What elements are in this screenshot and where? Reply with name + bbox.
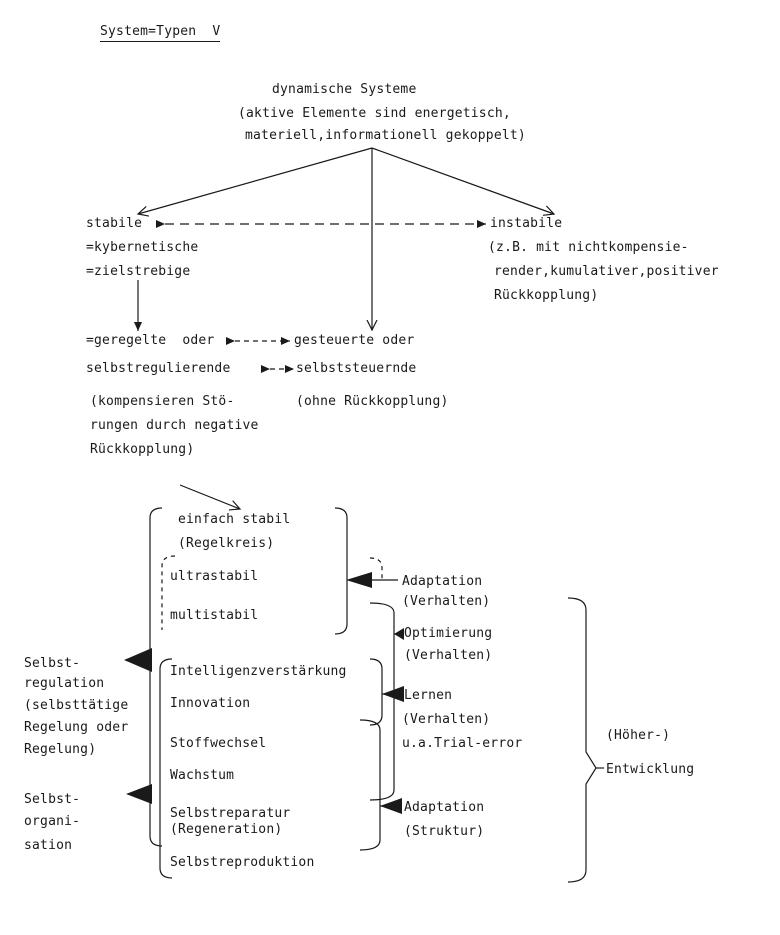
bracket-struct-right bbox=[359, 719, 381, 851]
unstable-line-3: render,kumulativer,positiver bbox=[494, 264, 719, 279]
level-innovation: Innovation bbox=[170, 696, 251, 711]
root-line-1: dynamische Systeme bbox=[272, 82, 417, 97]
right-adaptation-2: Adaptation bbox=[404, 800, 485, 815]
left-regulation-1: Selbst- bbox=[24, 656, 81, 671]
level-stoffwechsel: Stoffwechsel bbox=[170, 736, 267, 751]
bracket-outer-left bbox=[149, 507, 163, 847]
bracket-ultra-right-dashed bbox=[369, 557, 383, 582]
regulated-line-2: selbstregulierende bbox=[86, 361, 231, 376]
right-adaptation-2-sub: (Struktur) bbox=[404, 824, 485, 839]
right-trial-error: u.a.Trial-error bbox=[402, 736, 523, 751]
regulated-line-1: =geregelte oder bbox=[86, 333, 215, 348]
stable-line-3: =zielstrebige bbox=[86, 264, 191, 279]
right-entwicklung: Entwicklung bbox=[606, 762, 695, 777]
level-ultrastabil: ultrastabil bbox=[170, 569, 259, 584]
level-selbstreparatur: Selbstreparatur bbox=[170, 806, 291, 821]
level-wachstum: Wachstum bbox=[170, 768, 235, 783]
wedge-selbstorganisation bbox=[126, 784, 152, 804]
compensate-line-1: (kompensieren Stö- bbox=[90, 394, 235, 409]
unstable-line-1: instabile bbox=[490, 216, 563, 231]
left-organisation-3: sation bbox=[24, 838, 73, 853]
wedge-adaptation-1 bbox=[346, 572, 372, 588]
stable-line-1: stabile bbox=[86, 216, 143, 231]
left-organisation-2: organi- bbox=[24, 814, 81, 829]
right-lernen: Lernen bbox=[404, 688, 453, 703]
left-regulation-4: Regelung oder bbox=[24, 720, 129, 735]
arrow-root-to-stable bbox=[138, 147, 373, 214]
left-regulation-2: regulation bbox=[24, 676, 105, 691]
left-organisation-1: Selbst- bbox=[24, 792, 81, 807]
bracket-optim-right bbox=[369, 602, 395, 801]
unstable-line-2: (z.B. mit nichtkompensie- bbox=[488, 240, 689, 255]
right-optimierung: Optimierung bbox=[404, 626, 493, 641]
level-selbstreproduktion: Selbstreproduktion bbox=[170, 855, 315, 870]
root-line-3: materiell,informationell gekoppelt) bbox=[245, 128, 526, 143]
compensate-line-2: rungen durch negative bbox=[90, 418, 259, 433]
arrow-root-to-unstable bbox=[371, 147, 554, 214]
wedge-adaptation-2 bbox=[380, 798, 402, 814]
unstable-line-4: Rückkopplung) bbox=[494, 288, 599, 303]
root-line-2: (aktive Elemente sind energetisch, bbox=[238, 106, 511, 121]
level-einfach-stabil: einfach stabil bbox=[178, 512, 291, 527]
compensate-line-3: Rückkopplung) bbox=[90, 442, 195, 457]
controlled-line-1: gesteuerte oder bbox=[294, 333, 415, 348]
bracket-inner-left bbox=[159, 658, 173, 879]
stable-line-2: =kybernetische bbox=[86, 240, 199, 255]
bracket-entwicklung bbox=[567, 597, 597, 883]
level-regeneration: (Regeneration) bbox=[170, 822, 283, 837]
controlled-line-2: selbststeuernde bbox=[296, 361, 417, 376]
arrow-to-einfach-stabil bbox=[179, 484, 240, 509]
page-title: System=Typen V bbox=[100, 24, 221, 42]
bracket-learning-right bbox=[369, 658, 383, 726]
right-hoeher: (Höher-) bbox=[606, 728, 671, 743]
left-regulation-3: (selbsttätige bbox=[24, 698, 129, 713]
wedge-selbstregulation bbox=[124, 648, 152, 672]
bracket-ultra-left-dashed bbox=[161, 555, 176, 630]
right-lernen-sub: (Verhalten) bbox=[402, 712, 491, 727]
wedge-lernen bbox=[382, 686, 404, 702]
level-multistabil: multistabil bbox=[170, 608, 259, 623]
bracket-stability-right bbox=[334, 507, 348, 635]
level-regelkreis: (Regelkreis) bbox=[178, 536, 275, 551]
left-regulation-5: Regelung) bbox=[24, 742, 97, 757]
wedge-optimierung bbox=[394, 628, 404, 640]
right-adaptation-1: Adaptation bbox=[402, 574, 483, 589]
right-optimierung-sub: (Verhalten) bbox=[404, 648, 493, 663]
no-feedback-label: (ohne Rückkopplung) bbox=[296, 394, 449, 409]
right-adaptation-1-sub: (Verhalten) bbox=[402, 594, 491, 609]
level-intelligenz: Intelligenzverstärkung bbox=[170, 664, 347, 679]
